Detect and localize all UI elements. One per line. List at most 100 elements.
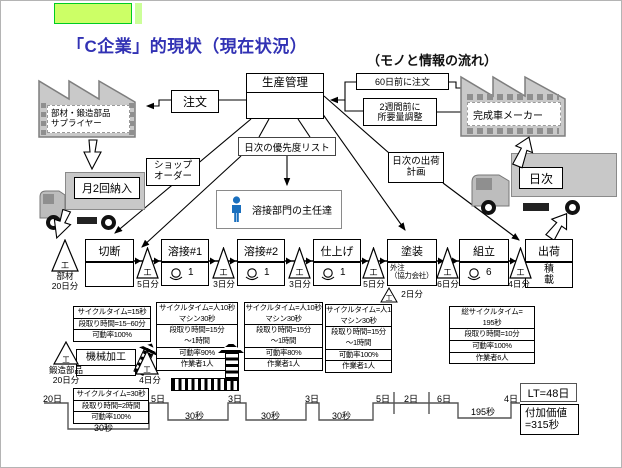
databox-row: サイクルタイム=15秒 bbox=[77, 307, 147, 316]
databox-row: 可動率100% bbox=[450, 339, 534, 352]
inventory-label-machining: 4日分 bbox=[139, 375, 161, 385]
timeline-upper-3: 3日 bbox=[305, 394, 320, 404]
inventory-mark: 工 bbox=[369, 268, 378, 277]
process-finishing: 仕上げ 1 bbox=[313, 239, 361, 286]
databox-row: 作業者1人 bbox=[157, 358, 237, 370]
timeline-lower-3: 30秒 bbox=[332, 411, 352, 421]
inventory-triangle-paint: 工 bbox=[380, 286, 398, 303]
inventory-triangle-5: 工 bbox=[436, 246, 459, 279]
ship-plan-box: 日次の出荷 計画 bbox=[388, 152, 444, 183]
inventory-label-tanzo: 鍛造部品 20日分 bbox=[48, 365, 83, 385]
shop-order-label: ショップ オーダー bbox=[153, 160, 192, 182]
timeline-lower-2: 30秒 bbox=[261, 411, 281, 421]
databox-row: 段取り時間=2時間 bbox=[74, 399, 148, 412]
process-title: 切断 bbox=[86, 240, 133, 263]
timeline-lower-0: 30秒 bbox=[94, 423, 114, 433]
truck-wheel bbox=[101, 215, 116, 230]
truck-cab bbox=[39, 190, 66, 219]
operator-icon bbox=[244, 267, 260, 283]
push-arrow-horizontal bbox=[171, 378, 239, 391]
value-added-box: 付加価値 =315秒 bbox=[520, 404, 579, 435]
databox-welding1: サイクルタイム=人10秒 マシン30秒 段取り時間=15分 ～1時間 可動率90… bbox=[156, 302, 238, 371]
inventory-triangle-4: 工 bbox=[362, 246, 385, 279]
databox-row: 可動率80% bbox=[245, 346, 322, 359]
process-note: 積 載 bbox=[544, 264, 554, 287]
inventory-mark: 工 bbox=[219, 268, 228, 277]
shop-order-box: ショップ オーダー bbox=[146, 158, 200, 186]
priority-list-label: 日次の優先度リスト bbox=[244, 142, 330, 154]
order-box: 注文 bbox=[171, 90, 219, 113]
databox-row: 段取り時間=15~60分 bbox=[74, 317, 150, 330]
operator-count: 1 bbox=[340, 267, 346, 278]
timeline-upper-1: 5日 bbox=[151, 394, 166, 404]
person-icon bbox=[229, 196, 244, 226]
timeline-upper-4: 5日 bbox=[376, 394, 391, 404]
inventory-mark: 工 bbox=[62, 355, 70, 364]
inventory-label-4: 5日分 bbox=[363, 279, 385, 289]
operator-icon bbox=[168, 267, 184, 283]
truck-cab bbox=[471, 174, 510, 207]
value-added-label: 付加価値 =315秒 bbox=[525, 406, 567, 431]
process-welding1: 溶接#1 1 bbox=[161, 239, 209, 286]
welding-chiefs-box: 溶接部門の主任達 bbox=[216, 190, 342, 229]
timeline-lower-1: 30秒 bbox=[185, 411, 205, 421]
green-bar bbox=[54, 3, 132, 24]
timeline-upper-7: 4日 bbox=[504, 394, 519, 404]
truck-wheel bbox=[565, 200, 580, 215]
process-welding2: 溶接#2 1 bbox=[237, 239, 285, 286]
lead-time-box: LT=48日 bbox=[520, 383, 577, 402]
inventory-triangle-1: 工 bbox=[136, 246, 159, 279]
process-cutting: 切断 bbox=[85, 239, 134, 287]
databox-row: サイクルタイム=人10秒 マシン30秒 bbox=[326, 305, 391, 325]
databox-row: サイクルタイム=人10秒 マシン30秒 bbox=[158, 303, 236, 323]
delivery-truck-left: 月2回納入 bbox=[37, 169, 149, 233]
operator-icon bbox=[320, 267, 336, 283]
timeline-upper-6: 6日 bbox=[437, 394, 452, 404]
push-arrow-head bbox=[218, 342, 244, 353]
operator-icon bbox=[466, 267, 482, 283]
truck-wheel bbox=[481, 200, 496, 215]
priority-list-box: 日次の優先度リスト bbox=[238, 137, 336, 156]
welding-chiefs-label: 溶接部門の主任達 bbox=[252, 206, 332, 217]
process-note: 外注 （協力会社） bbox=[390, 263, 434, 281]
inventory-mark: 工 bbox=[385, 295, 393, 302]
factory-window-stripes bbox=[129, 101, 134, 135]
databox-row: 作業者1人 bbox=[245, 358, 322, 370]
adjust-2weeks-box: 2週間前に 所要量調整 bbox=[363, 98, 437, 126]
databox-row: 総サイクルタイム= 195秒 bbox=[461, 307, 523, 327]
process-shipping: 出荷 積 載 bbox=[525, 239, 573, 288]
supplier-label: 部材・鍛造部品 サプライヤー bbox=[47, 105, 130, 133]
factory-window-stripes bbox=[467, 94, 559, 100]
databox-row: 可動率90% bbox=[157, 346, 237, 359]
lead-time-label: LT=48日 bbox=[527, 387, 570, 400]
order-label: 注文 bbox=[182, 95, 207, 109]
inventory-mark: 工 bbox=[143, 268, 152, 277]
databox-row: 段取り時間=15分 ～1時間 bbox=[157, 324, 237, 346]
truck-tank bbox=[523, 203, 549, 211]
inventory-label-1: 5日分 bbox=[137, 279, 159, 289]
databox-row: 段取り時間=15分 ～1時間 bbox=[326, 326, 391, 348]
inventory-triangle-machining: 工 bbox=[135, 349, 159, 375]
page-subtitle: （モノと情報の流れ） bbox=[367, 53, 498, 68]
inventory-label-2: 3日分 bbox=[213, 279, 235, 289]
databox-welding2: サイクルタイム=人10秒 マシン30秒 段取り時間=15分 ～1時間 可動率80… bbox=[244, 302, 323, 371]
shipment-arrow-up bbox=[545, 212, 568, 241]
databox-row: サイクルタイム=30秒 bbox=[76, 389, 146, 398]
delivery-freq-label: 月2回納入 bbox=[81, 183, 133, 195]
production-control-label: 生産管理 bbox=[247, 74, 323, 93]
inventory-label-buzai: 部材 20日分 bbox=[51, 271, 79, 291]
inventory-mark: 工 bbox=[295, 268, 304, 277]
process-title: 溶接#2 bbox=[238, 240, 284, 263]
inventory-triangle-3: 工 bbox=[288, 246, 311, 279]
databox-machining: サイクルタイム=30秒 段取り時間=2時間 可動率100% bbox=[73, 388, 149, 424]
truck-tank bbox=[77, 217, 97, 224]
inventory-triangle-6: 工 bbox=[509, 246, 532, 279]
databox-row: 段取り時間=10分 bbox=[450, 328, 534, 340]
process-title: 塗装 bbox=[388, 240, 436, 263]
factory-window-stripes bbox=[41, 101, 46, 135]
databox-row: 可動率100% bbox=[74, 411, 148, 423]
production-control-box: 生産管理 bbox=[246, 73, 324, 119]
databox-assembly: 総サイクルタイム= 195秒 段取り時間=10分 可動率100% 作業者6人 bbox=[449, 306, 535, 365]
